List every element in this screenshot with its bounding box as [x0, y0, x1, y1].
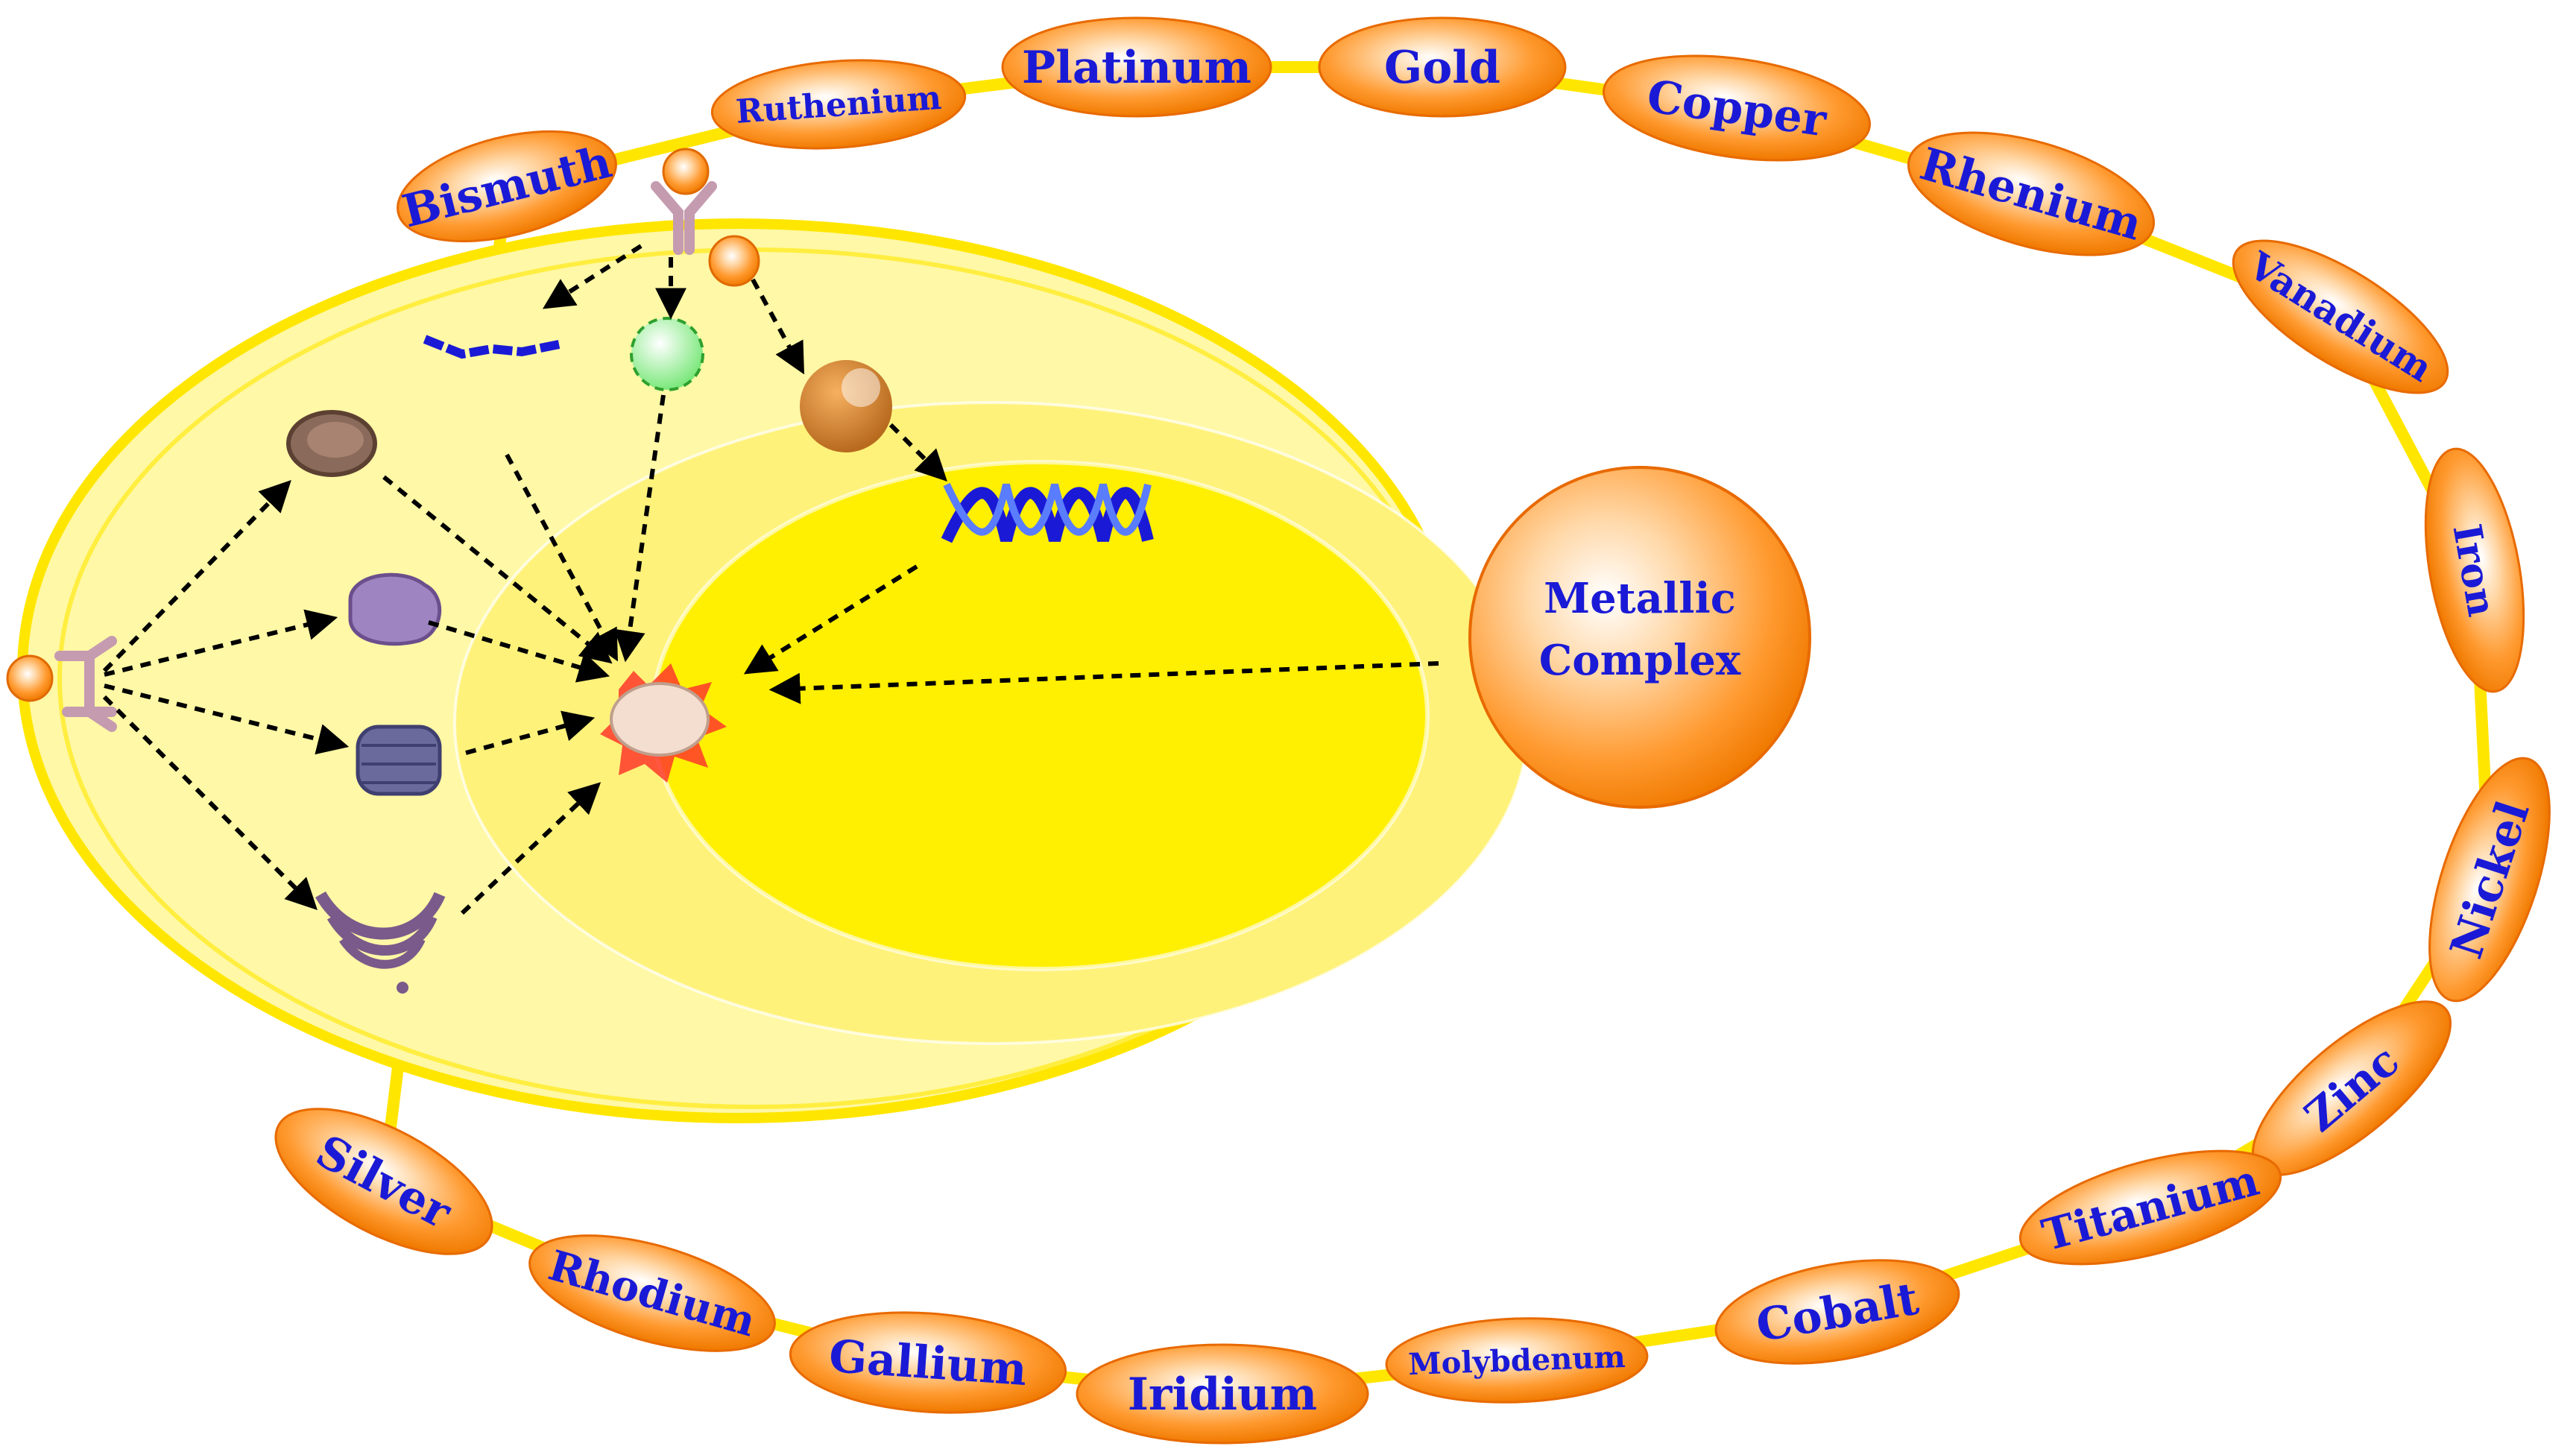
metal-node-shape	[1076, 1343, 1369, 1445]
metal-node-shape	[1907, 131, 2156, 256]
metal-node-iron: Iron	[2424, 447, 2525, 693]
metal-node-label: Gold	[1384, 42, 1500, 94]
metal-nodes: Bismuth Ruthenium Platinum Gold CopperRheniu…	[274, 16, 2551, 1445]
metal-ion-particle	[708, 235, 760, 287]
receptor-top	[651, 148, 717, 255]
metal-node-platinum: Platinum	[1001, 16, 1272, 118]
pathway-arrows	[102, 244, 1439, 915]
metal-node-ruthenium: Ruthenium	[710, 59, 967, 150]
metal-node-rhenium: Rhenium	[1907, 131, 2156, 256]
protein-strand	[423, 335, 561, 359]
metal-node-vanadium: Vanadium	[2232, 239, 2449, 394]
metal-node-cobalt: Cobalt	[1714, 1259, 1960, 1365]
metallic-complex-sphere: Metallic Complex	[1468, 466, 1811, 809]
metal-node-shape	[1001, 16, 1272, 118]
cell	[17, 218, 1530, 1123]
receptor-left	[6, 636, 117, 732]
endosome	[800, 360, 892, 452]
metal-node-shape	[2424, 447, 2525, 693]
metal-node-shape	[1714, 1259, 1960, 1365]
nucleus	[650, 460, 1430, 971]
metal-node-gold: Gold	[1318, 16, 1567, 118]
dna-helix-icon	[941, 482, 1154, 543]
metal-ligand-left	[6, 654, 54, 702]
proteasome	[356, 725, 442, 796]
metal-node-shape	[1385, 1317, 1649, 1404]
metal-node-iridium: Iridium	[1076, 1343, 1369, 1445]
center-label-line2: Complex	[1539, 636, 1741, 685]
metal-node-shape	[2232, 239, 2449, 394]
golgi-apparatus	[315, 891, 446, 994]
metal-node-shape	[274, 1108, 493, 1255]
metal-node-rhodium: Rhodium	[528, 1234, 776, 1352]
metal-node-label: Iridium	[1128, 1369, 1317, 1421]
metal-node-copper: Copper	[1603, 54, 1871, 162]
metal-ligand-top	[662, 148, 710, 195]
cell-death-burst	[600, 663, 727, 783]
metal-node-silver: Silver	[274, 1108, 493, 1255]
metal-node-shape	[710, 59, 967, 150]
metal-node-shape	[1318, 16, 1567, 118]
metal-node-shape	[789, 1311, 1067, 1414]
center-label-line1: Metallic	[1544, 574, 1736, 623]
metal-node-shape	[2428, 757, 2551, 1003]
metal-node-shape	[2018, 1149, 2282, 1266]
metal-node-molybdenum: Molybdenum	[1385, 1317, 1649, 1404]
metal-node-label: Molybdenum	[1408, 1339, 1626, 1382]
ribosome	[348, 572, 442, 646]
lysosome	[286, 410, 377, 477]
metal-node-label: Platinum	[1022, 42, 1251, 94]
metal-node-shape	[397, 130, 617, 243]
vesicle-green	[630, 317, 704, 391]
metal-node-gallium: Gallium	[789, 1311, 1067, 1414]
metal-node-shape	[528, 1234, 776, 1352]
metal-node-bismuth: Bismuth	[397, 130, 617, 243]
